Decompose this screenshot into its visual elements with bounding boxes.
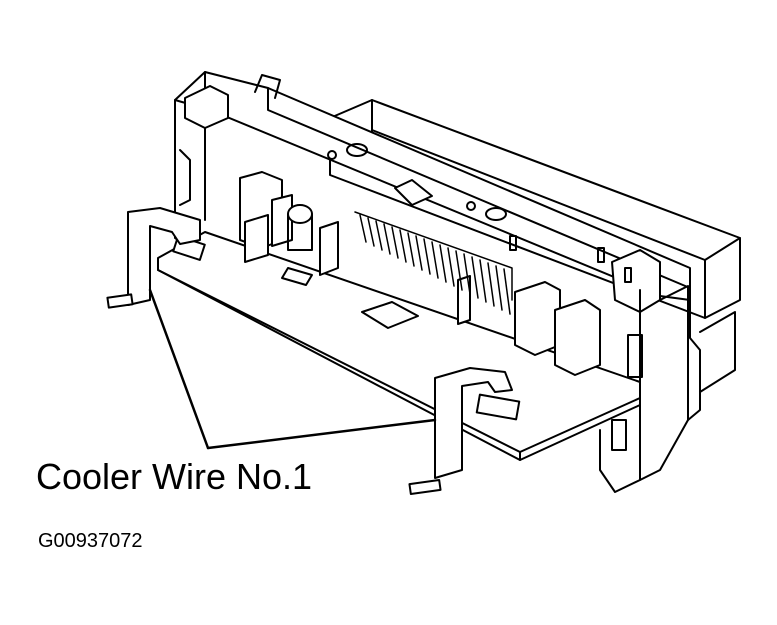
ribbon-cable-left xyxy=(107,208,200,308)
ribbon-cable-right xyxy=(409,368,512,494)
figure-id: G00937072 xyxy=(38,530,143,552)
front-frame xyxy=(175,72,700,492)
callout-label-cooler-wire: Cooler Wire No.1 xyxy=(36,456,313,497)
board-components xyxy=(240,172,600,375)
callout-leader-lines xyxy=(150,290,435,448)
heat-sink xyxy=(355,212,512,314)
circuit-board xyxy=(158,172,640,460)
right-connector xyxy=(477,395,520,420)
